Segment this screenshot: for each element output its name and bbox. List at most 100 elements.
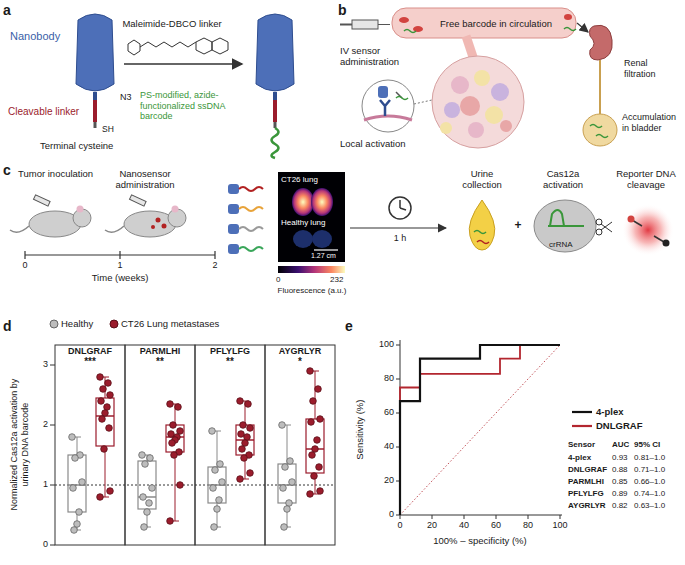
step-label: IV sensor administration: [340, 45, 412, 67]
data-point: [97, 494, 104, 501]
colorbar-tick: 232: [330, 275, 343, 284]
data-point: [307, 491, 314, 498]
data-point: [175, 404, 182, 411]
tumor: [432, 56, 524, 148]
tick-label: 2: [36, 419, 48, 430]
data-point: [314, 437, 321, 444]
data-point: [74, 521, 81, 528]
legend-marker: [49, 319, 59, 329]
data-point: [177, 428, 184, 435]
table-cell: 0.74–1.0: [634, 489, 665, 498]
data-point: [107, 488, 114, 495]
data-point: [240, 422, 247, 429]
box: [68, 455, 86, 512]
table-cell: DNLGRAF: [568, 465, 607, 474]
data-point: [147, 455, 154, 462]
tick-label: 0: [36, 539, 48, 550]
table-cell: 4-plex: [568, 453, 591, 462]
tick-label: 1: [36, 479, 48, 490]
data-point: [280, 485, 287, 492]
whisker: [287, 425, 288, 464]
significance-stars: *: [265, 356, 335, 368]
data-point: [247, 425, 254, 432]
step-label: Reporter DNA cleavage: [608, 168, 684, 190]
table-cell: PFLYLFG: [568, 489, 604, 498]
data-point: [211, 524, 218, 531]
mouse: [10, 195, 91, 237]
tick-label: 60: [370, 407, 394, 418]
lung-fluorescence-image: [278, 172, 345, 273]
table-cell: 0.66–1.0: [634, 477, 665, 486]
image-label: Healthy lung: [281, 218, 325, 227]
data-point: [237, 398, 244, 405]
legend-line: [572, 410, 592, 414]
data-point: [241, 455, 248, 462]
step-label: Cas12a activation: [528, 168, 598, 190]
data-point: [71, 527, 78, 534]
data-point: [144, 509, 151, 516]
whisker: [315, 371, 316, 419]
roc-curve: [400, 345, 560, 515]
panel-letter: a: [3, 2, 11, 19]
category-label: PARMLHI: [125, 346, 195, 357]
tick-label: 40: [370, 441, 394, 452]
data-point: [317, 416, 324, 423]
significance-stars: ***: [55, 356, 125, 368]
tick-label: 20: [370, 475, 394, 486]
table-header: Sensor: [568, 440, 595, 449]
tick-label: 20: [418, 520, 446, 531]
data-point: [210, 485, 217, 492]
data-point: [171, 452, 178, 459]
part-label: Maleimide-DBCO linker: [112, 18, 232, 29]
roc-curve: [400, 345, 560, 515]
data-point: [219, 479, 226, 486]
data-point: [146, 500, 153, 507]
data-point: [167, 401, 174, 408]
data-point: [140, 494, 147, 501]
axis-title: Normalized Cas12a activation by urinary …: [9, 378, 30, 512]
timeline: [25, 251, 215, 259]
data-point: [177, 482, 184, 489]
data-point: [101, 446, 108, 453]
data-point: [245, 401, 252, 408]
data-point: [312, 446, 319, 453]
data-point: [139, 452, 146, 459]
category-label: AYGRLYR: [265, 346, 335, 357]
blood-vessel: [392, 8, 576, 60]
table-cell: 0.63–1.0: [634, 501, 665, 510]
data-point: [169, 440, 176, 447]
tick-label: 2: [210, 260, 220, 271]
clock-icon: [389, 197, 411, 219]
data-point: [284, 506, 291, 513]
time-label: 1 h: [385, 233, 415, 244]
category-label: DNLGRAF: [55, 346, 125, 357]
data-point: [107, 392, 114, 399]
plus-sign: +: [512, 218, 524, 232]
kidney-bladder: [583, 25, 617, 146]
process-arrow: [350, 227, 446, 228]
data-point: [142, 461, 149, 468]
data-point: [310, 398, 317, 405]
data-point: [168, 431, 175, 438]
table-cell: 0.81–1.0: [634, 453, 665, 462]
legend-label: CT26 Lung metastases: [121, 318, 219, 329]
axis-title: 100% – specificity (%): [420, 535, 540, 546]
reporter-cleavage: [622, 204, 674, 256]
syringe: [340, 20, 390, 29]
data-point: [289, 479, 296, 486]
image-label: CT26 lung: [281, 175, 318, 184]
tick-label: 80: [370, 373, 394, 384]
step-label: Renal filtration: [624, 58, 680, 79]
step-label: Free barcode in circulation: [440, 18, 552, 29]
table-cell: 0.82: [612, 501, 628, 510]
data-point: [287, 458, 294, 465]
table-cell: 0.88: [612, 465, 628, 474]
data-point: [105, 380, 112, 387]
tick-label: 80: [514, 520, 542, 531]
axis-title: Sensitivity (%): [354, 375, 365, 485]
tick-label: 100: [370, 339, 394, 350]
part-label: Cleavable linker: [8, 106, 79, 118]
reaction-arrow: [124, 63, 242, 65]
data-point: [316, 464, 323, 471]
step-label: Urine collection: [450, 168, 514, 190]
